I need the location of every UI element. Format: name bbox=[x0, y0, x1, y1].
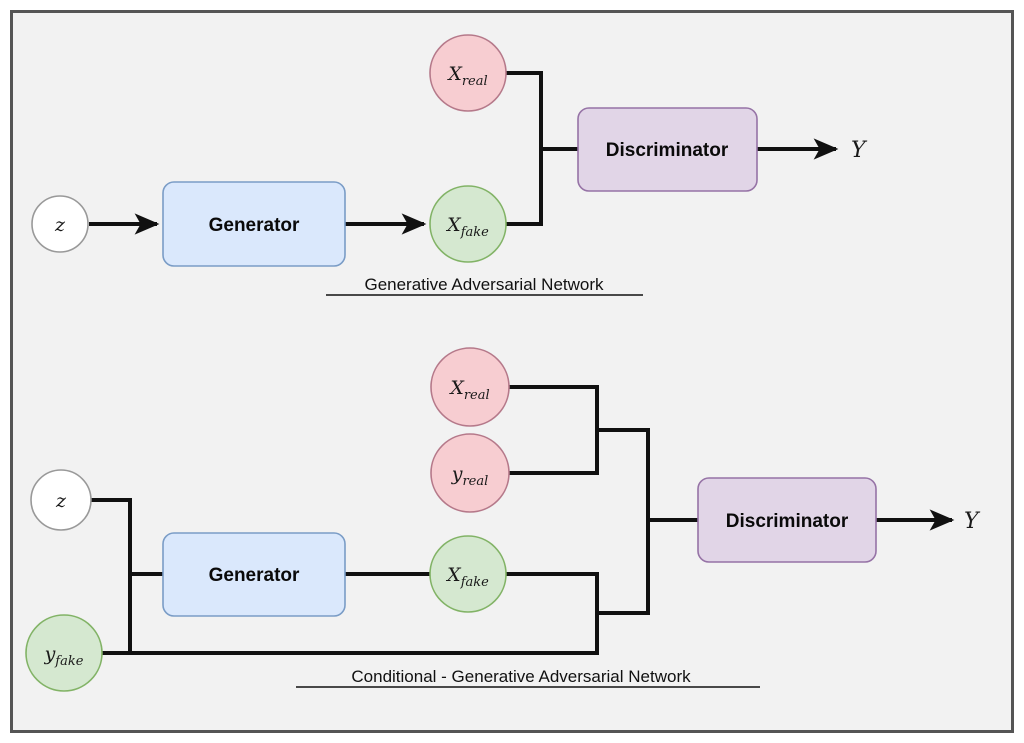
cgan-x-fake-sub: fake bbox=[460, 575, 489, 590]
cgan-node-z-shape bbox=[30, 469, 92, 531]
gan-node-discriminator-shape bbox=[577, 107, 758, 192]
cgan-node-y-fake-label: yfake bbox=[44, 643, 84, 669]
cgan-output-label: Y bbox=[964, 509, 981, 534]
gan-node-x-real[interactable]: Xreal bbox=[429, 34, 507, 112]
cgan-node-z[interactable]: z bbox=[30, 469, 92, 531]
gan-node-x-fake-label: Xfake bbox=[445, 214, 489, 240]
cgan-diagram: z yfake Generator Xreal bbox=[25, 347, 981, 692]
gan-node-x-real-shape bbox=[429, 34, 507, 112]
cgan-node-x-fake[interactable]: Xfake bbox=[429, 535, 507, 613]
cgan-node-z-label: z bbox=[55, 490, 67, 512]
gan-caption: Generative Adversarial Network bbox=[326, 275, 643, 296]
cgan-node-x-real[interactable]: Xreal bbox=[430, 347, 510, 427]
cgan-node-generator-label: Generator bbox=[209, 565, 300, 586]
cgan-caption-text: Conditional - Generative Adversarial Net… bbox=[351, 667, 691, 686]
cgan-node-y-real[interactable]: yreal bbox=[430, 433, 510, 513]
gan-output-label: Y bbox=[851, 138, 868, 163]
edge-z-rail bbox=[91, 498, 132, 653]
cgan-y-real-sub: real bbox=[462, 474, 488, 489]
gan-x-fake-base: X bbox=[445, 214, 462, 236]
cgan-y-real-base: y bbox=[451, 463, 463, 485]
cgan-edges bbox=[91, 385, 955, 655]
gan-node-z-shape bbox=[31, 195, 89, 253]
gan-edges bbox=[89, 71, 839, 235]
cgan-y-fake-base: y bbox=[44, 643, 56, 665]
cgan-node-x-real-label: Xreal bbox=[448, 377, 489, 403]
gan-x-real-base: X bbox=[446, 63, 463, 85]
cgan-node-x-fake-label: Xfake bbox=[445, 564, 489, 590]
cgan-node-y-real-label: yreal bbox=[451, 463, 489, 489]
gan-node-x-fake[interactable]: Xfake bbox=[429, 185, 507, 263]
gan-node-z[interactable]: z bbox=[31, 195, 89, 253]
gan-diagram: z Generator Xreal Xfake bbox=[31, 34, 868, 296]
cgan-caption: Conditional - Generative Adversarial Net… bbox=[296, 667, 760, 688]
cgan-x-real-base: X bbox=[448, 377, 465, 399]
cgan-x-fake-base: X bbox=[445, 564, 462, 586]
gan-node-generator[interactable]: Generator bbox=[162, 181, 346, 267]
cgan-node-discriminator-shape bbox=[697, 477, 877, 563]
diagram-frame bbox=[10, 10, 1014, 733]
cgan-node-generator-shape bbox=[162, 532, 346, 617]
cgan-x-real-sub: real bbox=[464, 388, 490, 403]
gan-x-real-sub: real bbox=[462, 74, 488, 89]
cgan-node-discriminator[interactable]: Discriminator bbox=[697, 477, 877, 563]
cgan-node-y-fake[interactable]: yfake bbox=[25, 614, 103, 692]
cgan-node-generator[interactable]: Generator bbox=[162, 532, 346, 617]
gan-node-generator-shape bbox=[162, 181, 346, 267]
cgan-node-y-real-shape bbox=[430, 433, 510, 513]
cgan-y-fake-sub: fake bbox=[54, 654, 83, 669]
cgan-node-y-fake-shape bbox=[25, 614, 103, 692]
gan-node-generator-label: Generator bbox=[209, 215, 300, 236]
cgan-node-x-fake-shape bbox=[429, 535, 507, 613]
gan-node-discriminator-label: Discriminator bbox=[606, 140, 729, 161]
gan-node-z-label: z bbox=[54, 214, 66, 236]
gan-x-fake-sub: fake bbox=[460, 225, 489, 240]
cgan-node-x-real-shape bbox=[430, 347, 510, 427]
gan-node-discriminator[interactable]: Discriminator bbox=[577, 107, 758, 192]
gan-node-x-fake-shape bbox=[429, 185, 507, 263]
gan-caption-text: Generative Adversarial Network bbox=[364, 275, 604, 294]
gan-node-x-real-label: Xreal bbox=[446, 63, 487, 89]
cgan-node-discriminator-label: Discriminator bbox=[726, 511, 849, 532]
